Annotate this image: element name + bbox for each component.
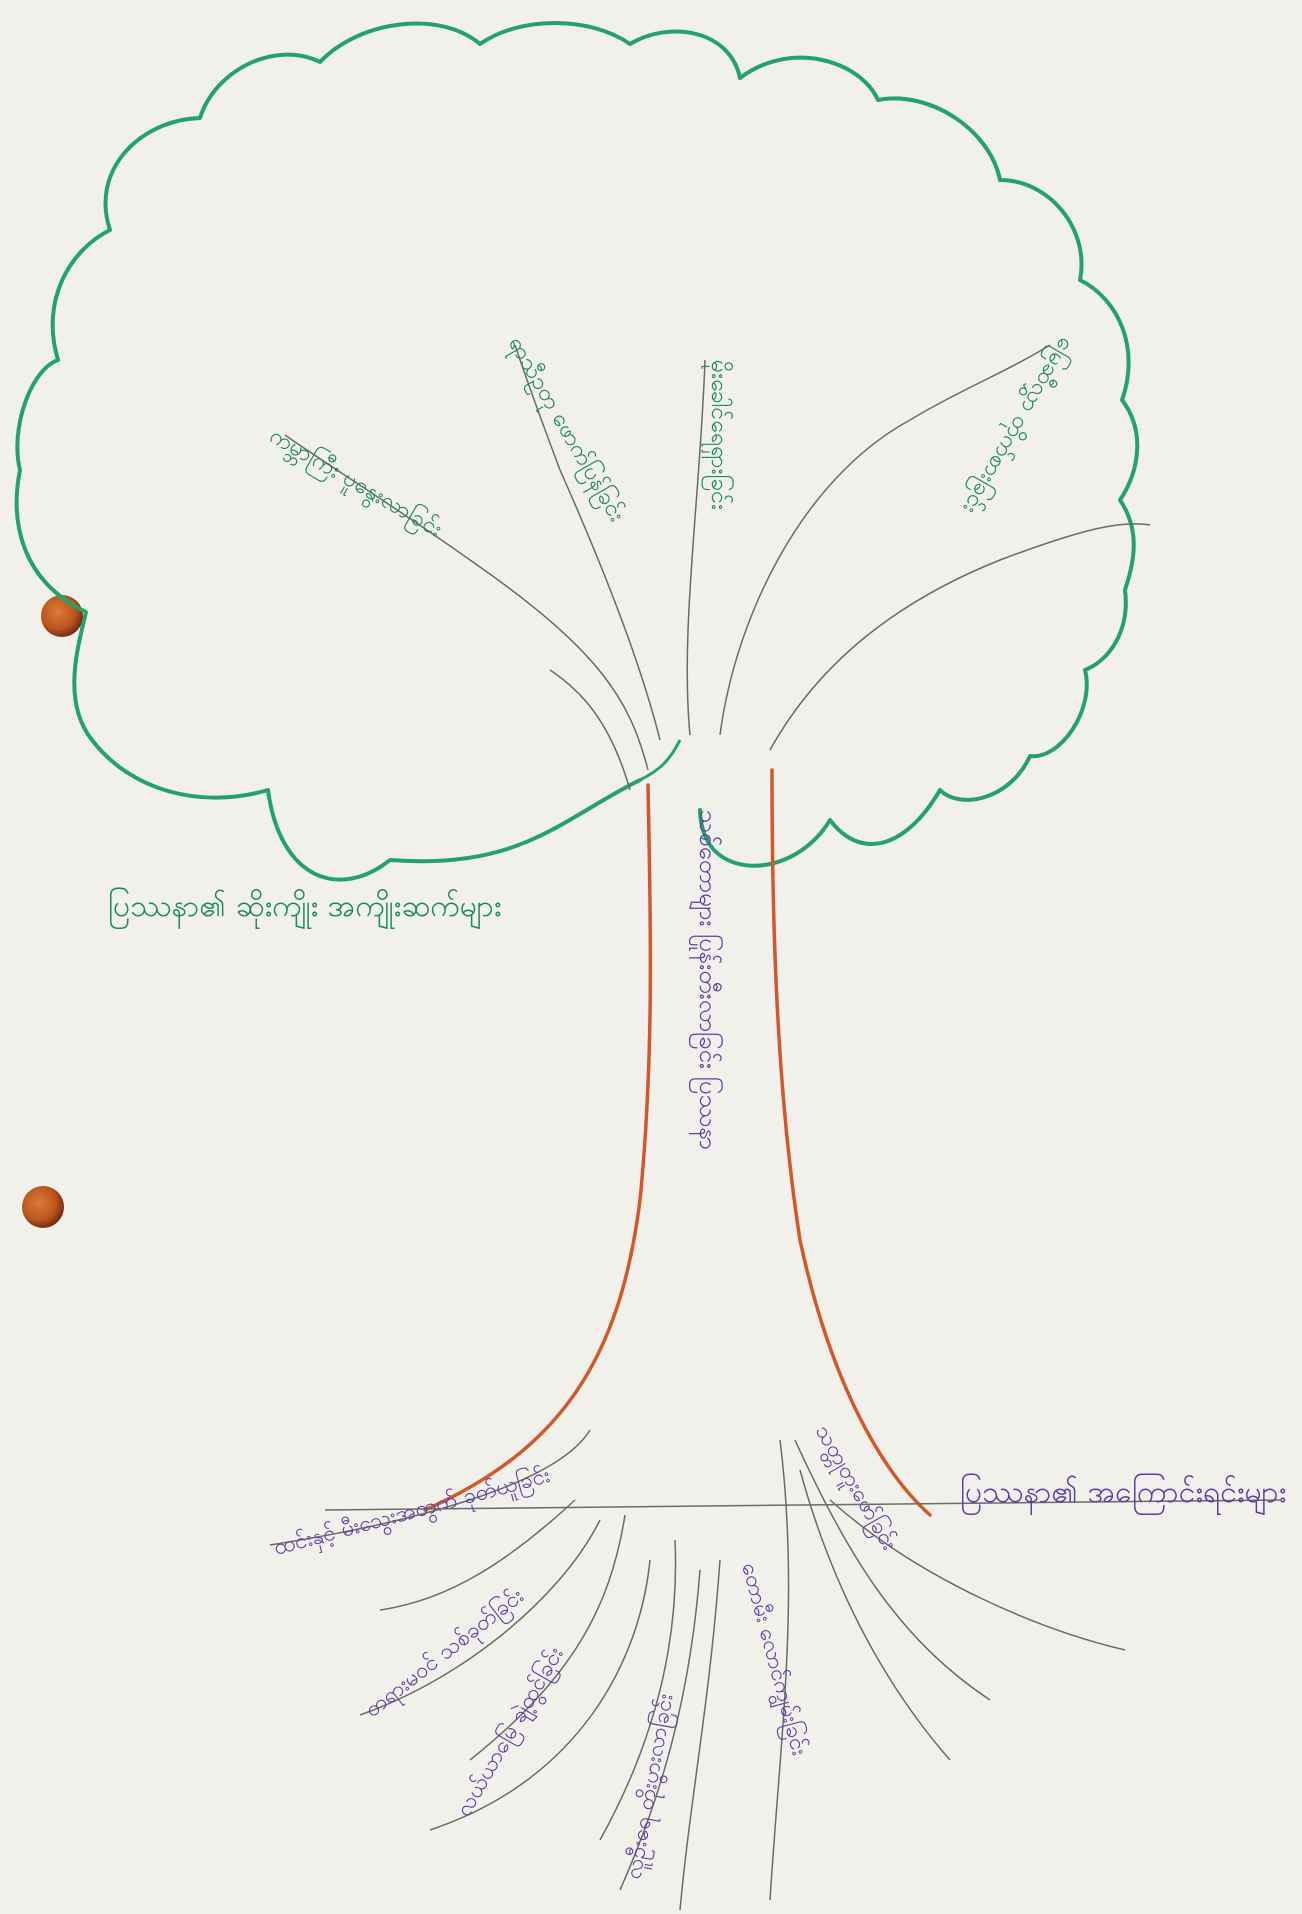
cause-root-5: တောမီး လောင်ကျွမ်းခြင်း bbox=[731, 1560, 813, 1760]
effect-branch-3: မိုးခေါင်ရေရှားခြင်း bbox=[701, 360, 733, 510]
cause-root-1: ထင်းနှင့် မီးသွေးအတွက် ခုတ်ယူခြင်း bbox=[271, 1461, 554, 1566]
punch-hole-bottom bbox=[22, 1186, 64, 1228]
trunk-right-edge bbox=[770, 768, 932, 1517]
trunk-left-edge bbox=[423, 783, 653, 1512]
core-problem-label: သစ်တောများ ပြုန်းတီးလာခြင်း ပြဿနာ bbox=[689, 810, 724, 1150]
cause-root-2: တရားမဝင် သစ်ခုတ်ခြင်း bbox=[359, 1582, 531, 1726]
tree-crown-outline bbox=[14, 21, 1140, 882]
effect-branch-4: မြေဆီလွှာ တိုက်စားခြင်း bbox=[954, 331, 1080, 519]
causes-label: ပြဿနာ၏ အကြောင်းရင်းများ bbox=[960, 1473, 1286, 1516]
pencil-branches bbox=[284, 344, 1151, 791]
tree-crown-outline-inner-left bbox=[639, 739, 682, 782]
effects-label: ပြဿနာ၏ ဆိုးကျိုး အကျိုးဆက်များ bbox=[108, 887, 502, 930]
ground-line bbox=[324, 1499, 1281, 1511]
pencil-roots bbox=[269, 1429, 1126, 1911]
punch-hole-top bbox=[41, 595, 83, 637]
effect-branch-2: ရာသီဥတု ဖောက်ပြန်ခြင်း bbox=[499, 332, 630, 529]
cause-root-3: လယ်ယာမြေ ချဲ့ထွင်ခြင်း bbox=[450, 1642, 573, 1824]
effect-branch-1: ကမ္ဘာကြီး ပူနွေးလာခြင်း bbox=[263, 422, 448, 547]
cause-root-4: လူဦးရေ တိုးပွားလာခြင်း bbox=[619, 1692, 683, 1882]
